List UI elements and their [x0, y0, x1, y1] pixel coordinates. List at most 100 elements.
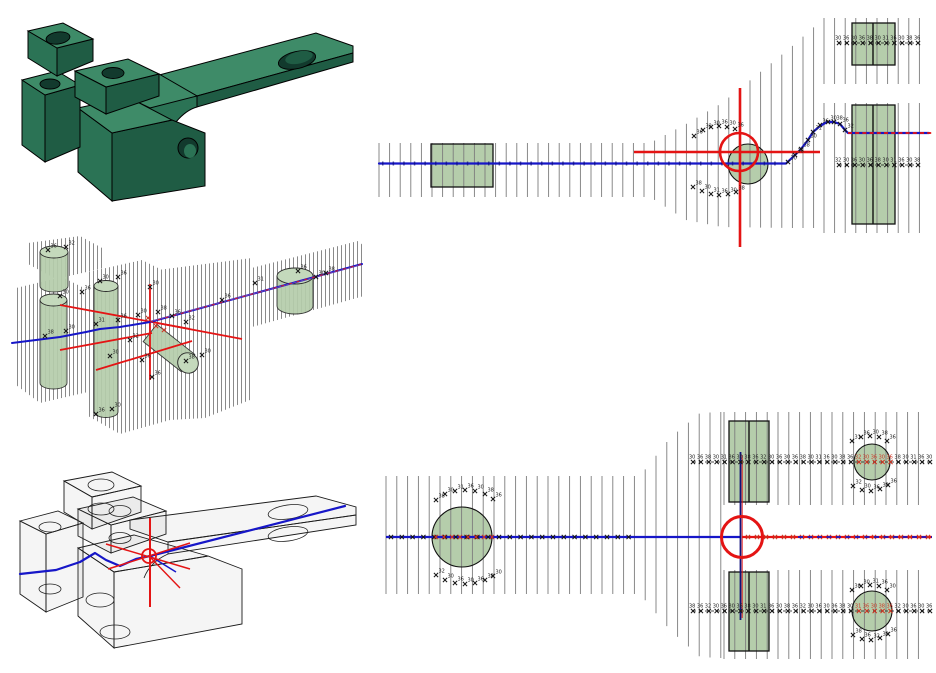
marker-label: 36 — [145, 354, 151, 360]
marker-label: 38 — [744, 455, 750, 461]
marker-label: 30 — [496, 570, 502, 576]
ghost-column-hole-top — [38, 521, 62, 533]
marker-label: 30 — [906, 158, 912, 164]
marker-label: 38 — [882, 431, 888, 437]
axis-red-2 — [59, 332, 153, 351]
marker-label: 36 — [823, 119, 829, 125]
ghost-block2-hole-top — [108, 505, 132, 517]
marker-label: 38 — [689, 604, 695, 610]
ghost-skeleton-panel — [18, 471, 357, 650]
junction-markers-red — [145, 315, 167, 333]
marker-label: 32 — [69, 241, 75, 247]
marker-label: 30 — [898, 36, 904, 42]
marker-label: 36 — [458, 577, 464, 583]
marker-label: 36 — [175, 310, 181, 316]
ghost-block1-hole-top — [87, 478, 115, 492]
ghost-main-hole-1 — [85, 592, 115, 608]
marker-label: 31 — [890, 158, 896, 164]
marker-label: 36 — [792, 455, 798, 461]
marker-label: 30 — [883, 483, 889, 489]
ghost-arm-hole-bottom — [267, 526, 309, 542]
marker-label: 38 — [875, 158, 881, 164]
axis-red-3 — [95, 340, 193, 371]
marker-label: 36 — [697, 130, 703, 136]
ghost-main-hole-2 — [99, 624, 131, 640]
main-side-face — [111, 119, 206, 202]
marker-label: 30 — [319, 271, 325, 277]
marker-label: 31 — [882, 36, 888, 42]
block1-hole — [45, 31, 71, 45]
marker-label: 36 — [914, 36, 920, 42]
section-hatch-right — [723, 412, 919, 659]
marker-label: 30 — [784, 455, 790, 461]
marker-label: 30 — [871, 604, 877, 610]
marker-label: 36 — [823, 455, 829, 461]
marker-label: 38 — [705, 455, 711, 461]
marker-label: 30 — [902, 455, 908, 461]
marker-label: 36 — [871, 455, 877, 461]
hole-section-left — [431, 144, 493, 187]
marker-label: 31 — [258, 277, 264, 283]
marker-label: 38 — [839, 604, 845, 610]
marker-label: 30 — [926, 455, 932, 461]
marker-label: 32 — [439, 569, 445, 575]
marker-label: 38 — [696, 181, 702, 187]
marker-label: 30 — [730, 121, 736, 127]
marker-label: 30 — [69, 325, 75, 331]
marker-label: 38 — [804, 143, 810, 149]
marker-label: 36 — [752, 455, 758, 461]
marker-label: 30 — [468, 578, 474, 584]
section-hatch-right — [823, 18, 920, 233]
marker-label: 36 — [851, 158, 857, 164]
marker-label: 31 — [458, 485, 464, 491]
skeleton-red-branch — [149, 556, 181, 589]
hole-cylinder-3 — [93, 280, 119, 418]
marker-label: 38 — [855, 584, 861, 590]
marker-label: 30 — [736, 455, 742, 461]
marker-label: 36 — [776, 455, 782, 461]
marker-label: 30 — [141, 309, 147, 315]
ghost-block1-hole-bottom — [87, 502, 115, 516]
marker-label: 36 — [891, 628, 897, 634]
marker-label: 38 — [914, 158, 920, 164]
marker-label: 38 — [739, 186, 745, 192]
marker-label: 32 — [705, 604, 711, 610]
marker-label: 36 — [890, 36, 896, 42]
axis-red-4 — [151, 321, 243, 340]
marker-label: 30 — [103, 275, 109, 281]
marker-label: 36 — [697, 455, 703, 461]
ghost-block2-side — [110, 510, 167, 554]
marker-label: 30 — [879, 455, 885, 461]
marker-label: 30 — [847, 604, 853, 610]
marker-label: 36 — [843, 36, 849, 42]
marker-label: 36 — [729, 455, 735, 461]
marker-label: 32 — [706, 124, 712, 130]
section-hatch — [378, 27, 815, 228]
marker-label: 36 — [910, 604, 916, 610]
skeleton-red-diag-2 — [107, 542, 191, 570]
ghost-column-front — [19, 520, 47, 613]
marker-label: 36 — [468, 484, 474, 490]
marker-label: 36 — [798, 149, 804, 155]
marker-label: 30 — [835, 36, 841, 42]
marker-label: 30 — [768, 455, 774, 461]
marker-label: 31 — [855, 435, 861, 441]
marker-label: 30 — [890, 584, 896, 590]
marker-label: 38 — [894, 455, 900, 461]
marker-label: 30 — [63, 290, 69, 296]
marker-label: 30 — [902, 604, 908, 610]
marker-label: 36 — [867, 158, 873, 164]
marker-label: 30 — [478, 485, 484, 491]
marker-label: 36 — [722, 189, 728, 195]
marker-label: 30 — [791, 156, 797, 162]
marker-label: 30 — [873, 430, 879, 436]
